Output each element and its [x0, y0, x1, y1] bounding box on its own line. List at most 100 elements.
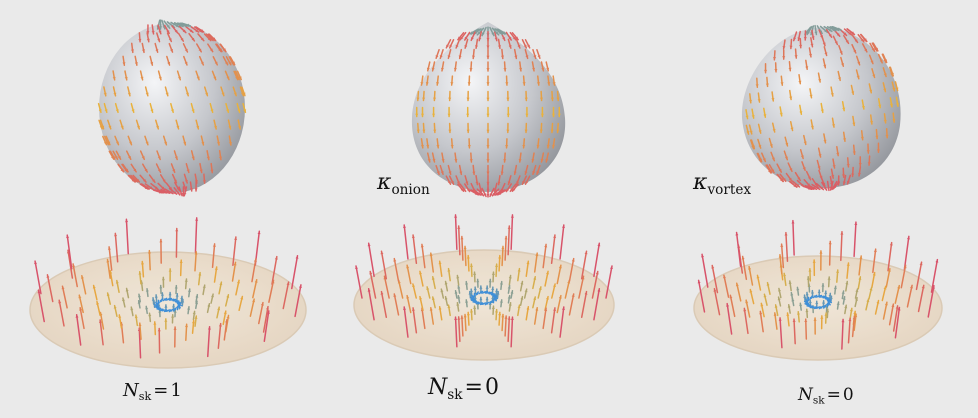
spin-arrow-head	[457, 295, 461, 299]
spin-arrow-head	[520, 281, 524, 285]
spin-arrow-head	[828, 241, 832, 245]
spin-arrow-head	[157, 156, 161, 160]
spin-arrow-head	[466, 113, 470, 117]
spin-arrow-head	[544, 308, 548, 312]
spin-arrow-head	[196, 125, 200, 129]
spin-arrow-head	[833, 286, 837, 290]
spin-arrow-head	[257, 231, 261, 235]
spin-arrow-head	[103, 141, 107, 145]
spin-arrow	[232, 236, 237, 267]
spin-arrow-head	[200, 61, 204, 65]
spin-arrow-head	[422, 129, 426, 133]
spin-arrow-head	[128, 156, 131, 160]
spin-arrow-head	[46, 274, 50, 278]
spin-arrow-head	[186, 169, 190, 173]
spin-arrow-head	[510, 188, 514, 192]
spin-arrow-head	[779, 178, 783, 182]
spin-arrow-head	[460, 316, 464, 319]
spin-arrow-head	[466, 188, 470, 192]
spin-arrow-head	[767, 169, 771, 173]
spin-arrow-head	[772, 128, 776, 133]
spin-arrow-head	[150, 109, 154, 113]
spin-arrow-head	[809, 94, 813, 98]
spin-arrow-head	[849, 308, 853, 312]
spin-arrow-head	[818, 153, 822, 158]
spin-arrow-head	[749, 130, 753, 134]
spin-arrow-head	[834, 41, 838, 45]
spin-arrow-head	[420, 113, 425, 117]
spin-arrow-head	[486, 82, 490, 86]
spin-arrow-head	[184, 179, 188, 183]
spin-arrow-head	[140, 76, 144, 80]
spin-arrow	[231, 261, 237, 282]
spin-arrow-head	[454, 317, 458, 320]
spin-arrow-head	[458, 55, 462, 59]
spin-arrow-head	[837, 27, 842, 31]
spin-arrow-head	[107, 141, 111, 145]
spin-arrow-head	[173, 309, 177, 313]
spin-arrow-head	[525, 180, 529, 185]
spin-arrow-head	[824, 52, 828, 56]
spin-arrow-head	[133, 168, 137, 172]
spin-arrow-head	[486, 194, 490, 197]
spin-arrow-head	[836, 33, 840, 37]
spin-arrow-head	[157, 168, 161, 173]
kappa-onion-subscript: onion	[391, 181, 430, 198]
spin-arrow-head	[830, 92, 834, 96]
spin-arrow-head	[512, 36, 516, 40]
spin-arrow-head	[173, 327, 177, 330]
spin-arrow-head	[454, 290, 458, 294]
spin-arrow	[294, 284, 302, 318]
spin-arrow-head	[515, 36, 519, 40]
spin-arrow-head	[876, 149, 880, 153]
spin-arrow-head	[524, 97, 528, 101]
spin-arrow-head	[446, 44, 449, 48]
spin-arrow-head	[456, 181, 460, 185]
spin-arrow	[461, 315, 464, 337]
spin-arrow-head	[425, 82, 429, 86]
spin-arrow-head	[252, 299, 256, 303]
spin-arrow-head	[471, 295, 475, 299]
spin-arrow-head	[201, 141, 205, 145]
spin-arrow-head	[79, 307, 83, 311]
spin-arrow-head	[466, 255, 470, 259]
spin-arrow-head	[869, 89, 873, 93]
spin-arrow	[927, 284, 935, 318]
spin-arrow	[58, 299, 65, 327]
spin-arrow-head	[846, 180, 850, 184]
spin-arrow-head	[843, 138, 847, 142]
spin-arrow-head	[209, 48, 213, 52]
spin-arrow-head	[553, 235, 557, 239]
spin-arrow-head	[98, 319, 102, 323]
spin-arrow-head	[820, 186, 824, 190]
spin-arrow-head	[788, 67, 792, 71]
spin-arrow-head	[469, 309, 474, 313]
nsk-left-value: 1	[170, 380, 182, 401]
spin-arrow-head	[183, 141, 187, 145]
spin-arrow-head	[166, 25, 170, 29]
spin-arrow-head	[863, 38, 867, 42]
spin-arrow-head	[825, 303, 829, 307]
spin-arrow-head	[808, 268, 812, 272]
spin-arrow-head	[935, 259, 939, 263]
spin-arrow-head	[240, 296, 244, 300]
spin-arrow-head	[138, 323, 142, 327]
spin-arrow-head	[858, 276, 862, 280]
spin-arrow-head	[507, 181, 511, 185]
spin-arrow-head	[491, 299, 495, 303]
spin-arrow-head	[813, 318, 817, 321]
spin-arrow-head	[447, 305, 451, 309]
spin-arrow-head	[191, 109, 195, 113]
spin-arrow-head	[164, 141, 168, 145]
spin-arrow-head	[486, 55, 490, 59]
spin-arrow-head	[176, 187, 180, 191]
spin-arrow-head	[195, 294, 199, 298]
spin-arrow	[701, 253, 709, 288]
spin-arrow	[99, 319, 104, 346]
spin-arrow-head	[518, 159, 522, 163]
spin-arrow-head	[803, 141, 807, 145]
spin-arrow-head	[906, 236, 910, 240]
spin-arrow-head	[224, 61, 228, 65]
spin-arrow-head	[807, 297, 811, 301]
spin-arrow-head	[198, 272, 202, 276]
